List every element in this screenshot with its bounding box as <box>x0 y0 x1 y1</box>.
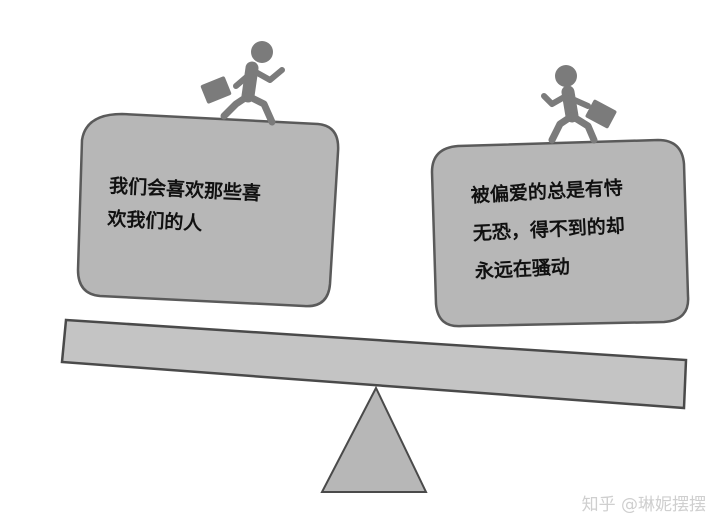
running-man-with-briefcase-icon <box>541 65 617 144</box>
watermark-handle: @琳妮摆摆 <box>621 495 706 515</box>
watermark-brand: 知乎 <box>581 495 616 515</box>
watermark: 知乎 @琳妮摆摆 <box>582 490 706 515</box>
left-box <box>76 112 340 308</box>
seesaw-beam <box>60 318 688 410</box>
right-box-line: 无恐，得不到的却 <box>472 214 626 245</box>
right-box-text: 被偏爱的总是有恃 无恐，得不到的却 永远在骚动 <box>470 169 628 291</box>
left-box-text: 我们会喜欢那些喜 欢我们的人 <box>107 170 262 244</box>
right-box <box>430 138 690 328</box>
running-man-with-briefcase-icon <box>200 41 285 126</box>
right-box-line: 永远在骚动 <box>474 255 571 283</box>
seesaw-fulcrum <box>320 385 428 493</box>
